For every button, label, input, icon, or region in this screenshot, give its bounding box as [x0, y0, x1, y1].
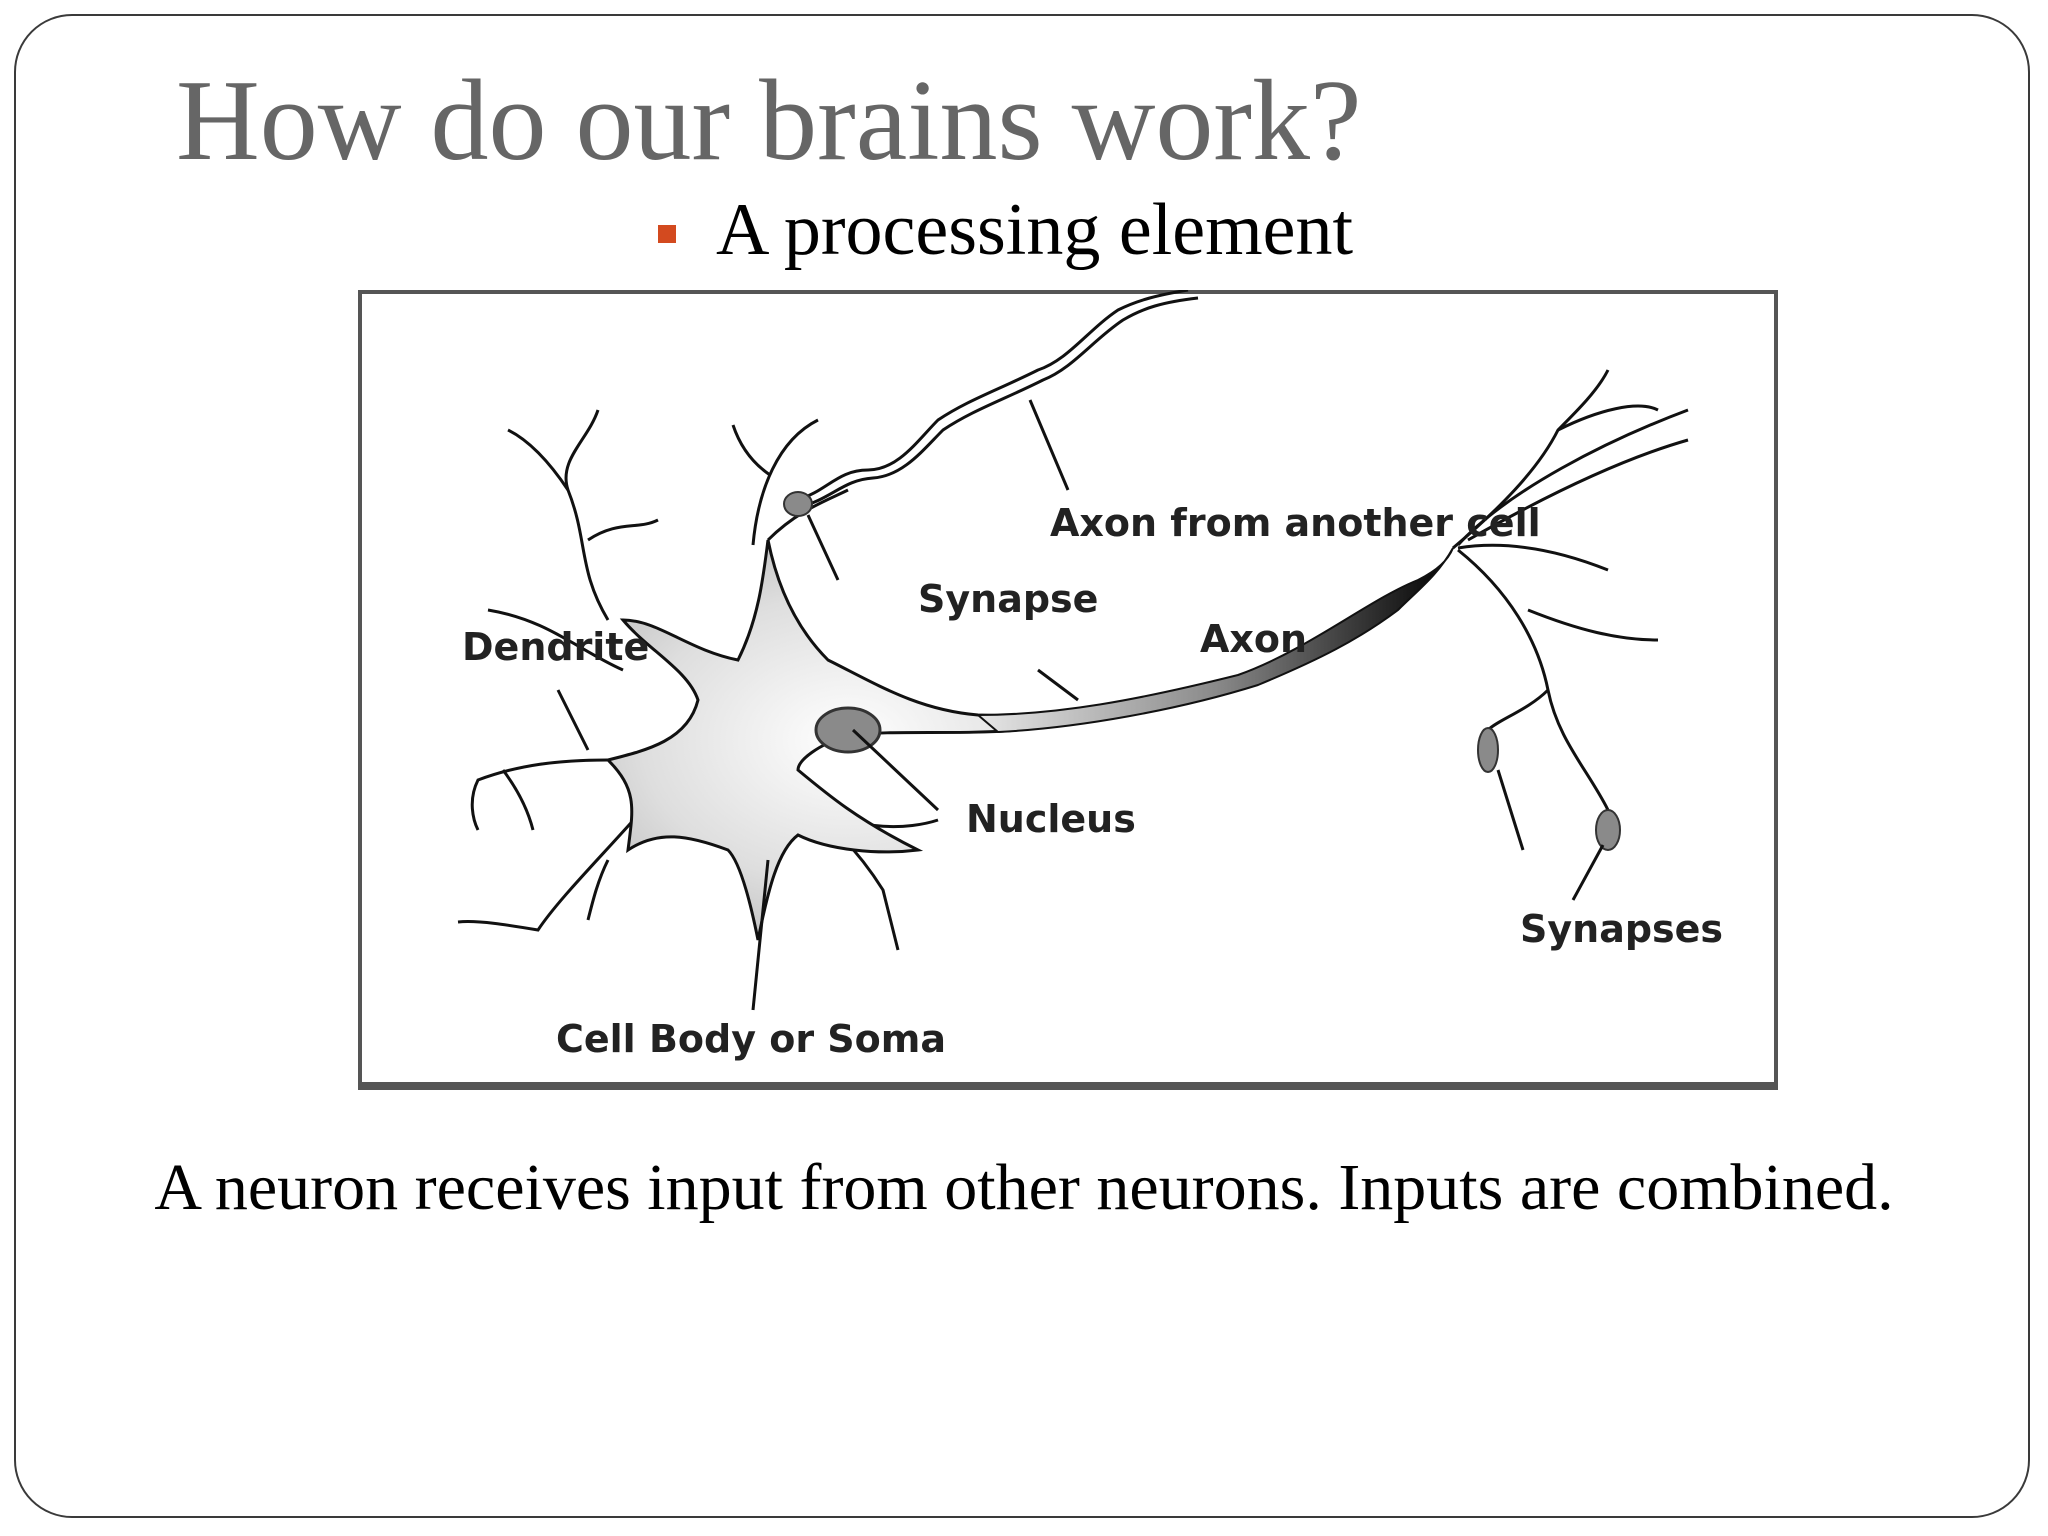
axon-from-another-cell: [797, 290, 1199, 510]
leader-lines: [556, 399, 1079, 1011]
slide-caption: A neuron receives input from other neuro…: [154, 1151, 1894, 1224]
bullet-item: A processing element: [658, 189, 1354, 271]
neuron-diagram: Axon from another cell Synapse Dendrite …: [358, 290, 1778, 1090]
diagram-frame: [358, 290, 1778, 1086]
synapse-knob: [783, 491, 813, 517]
bullet-text: A processing element: [716, 189, 1354, 271]
bullet-square-icon: [658, 224, 676, 243]
slide-title: How do our brains work?: [176, 57, 1362, 185]
label-synapse: Synapse: [918, 577, 1098, 621]
axon-terminals: [1452, 369, 1689, 811]
label-synapses: Synapses: [1520, 907, 1723, 951]
label-axon: Axon: [1200, 617, 1307, 661]
label-nucleus: Nucleus: [966, 797, 1136, 841]
label-cell-body: Cell Body or Soma: [556, 1017, 946, 1061]
synapse-terminals: [1477, 727, 1621, 901]
axon: [975, 547, 1454, 734]
label-dendrite: Dendrite: [462, 625, 649, 669]
label-axon-from-another-cell: Axon from another cell: [1050, 501, 1541, 545]
